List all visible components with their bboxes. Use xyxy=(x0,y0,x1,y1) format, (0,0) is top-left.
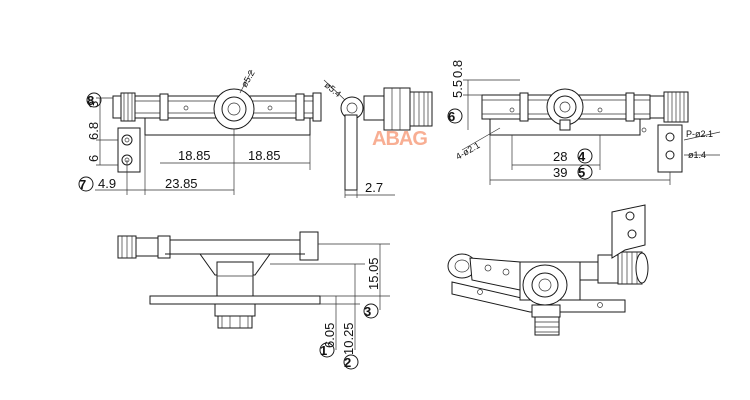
dim-back-h1: 5.5 xyxy=(450,80,465,98)
side-view xyxy=(323,79,433,198)
dim-front-h2: 3 xyxy=(86,101,101,108)
callout-7-ring xyxy=(78,176,94,192)
callout-2: 2 xyxy=(344,355,351,370)
callout-5: 5 xyxy=(578,165,585,180)
dim-back-hole: ø1.4 xyxy=(688,150,706,160)
dim-front-hole: ø5.2 xyxy=(239,68,257,89)
dim-front-span2: 18.85 xyxy=(248,148,281,163)
callout-7: 7 xyxy=(79,177,86,192)
watermark-logo: ABAG xyxy=(372,128,427,150)
callout-1-ring xyxy=(319,342,335,358)
front-view xyxy=(95,69,322,195)
isometric-view xyxy=(447,204,649,336)
dim-back-overall: 39 xyxy=(553,165,567,180)
dim-front-w: 4.9 xyxy=(98,176,116,191)
back-view xyxy=(461,79,721,185)
dim-bottom-h2: 6.05 xyxy=(322,323,337,348)
callout-6-ring xyxy=(447,108,463,124)
dim-front-h1: 6.8 xyxy=(86,122,101,140)
callout-4-ring xyxy=(577,148,593,164)
dim-side-thk: 2.7 xyxy=(365,180,383,195)
bottom-view xyxy=(117,231,390,350)
callout-8-ring xyxy=(86,92,102,108)
callout-8: 8 xyxy=(87,93,94,108)
dim-bottom-h1: 15.05 xyxy=(366,257,381,290)
callout-4: 4 xyxy=(578,149,586,164)
dim-front-h3: 6 xyxy=(86,155,101,162)
dim-front-span1: 18.85 xyxy=(178,148,211,163)
dim-back-holes: 4-ø2.1 xyxy=(454,140,482,162)
dim-front-overall: 23.85 xyxy=(165,176,198,191)
dim-back-h2: 0.8 xyxy=(450,60,465,78)
callout-3: 3 xyxy=(364,304,371,319)
callout-3-ring xyxy=(363,303,379,319)
dim-bottom-h3: 10.25 xyxy=(341,322,356,355)
dim-back-span: 28 xyxy=(553,149,567,164)
callout-1: 1 xyxy=(320,343,327,358)
dim-side-hole: ø5.4 xyxy=(323,80,343,99)
callout-5-ring xyxy=(577,164,593,180)
callout-2-ring xyxy=(343,354,359,370)
callout-6: 6 xyxy=(448,109,455,124)
dim-back-p: P-ø2.1 xyxy=(686,129,713,139)
